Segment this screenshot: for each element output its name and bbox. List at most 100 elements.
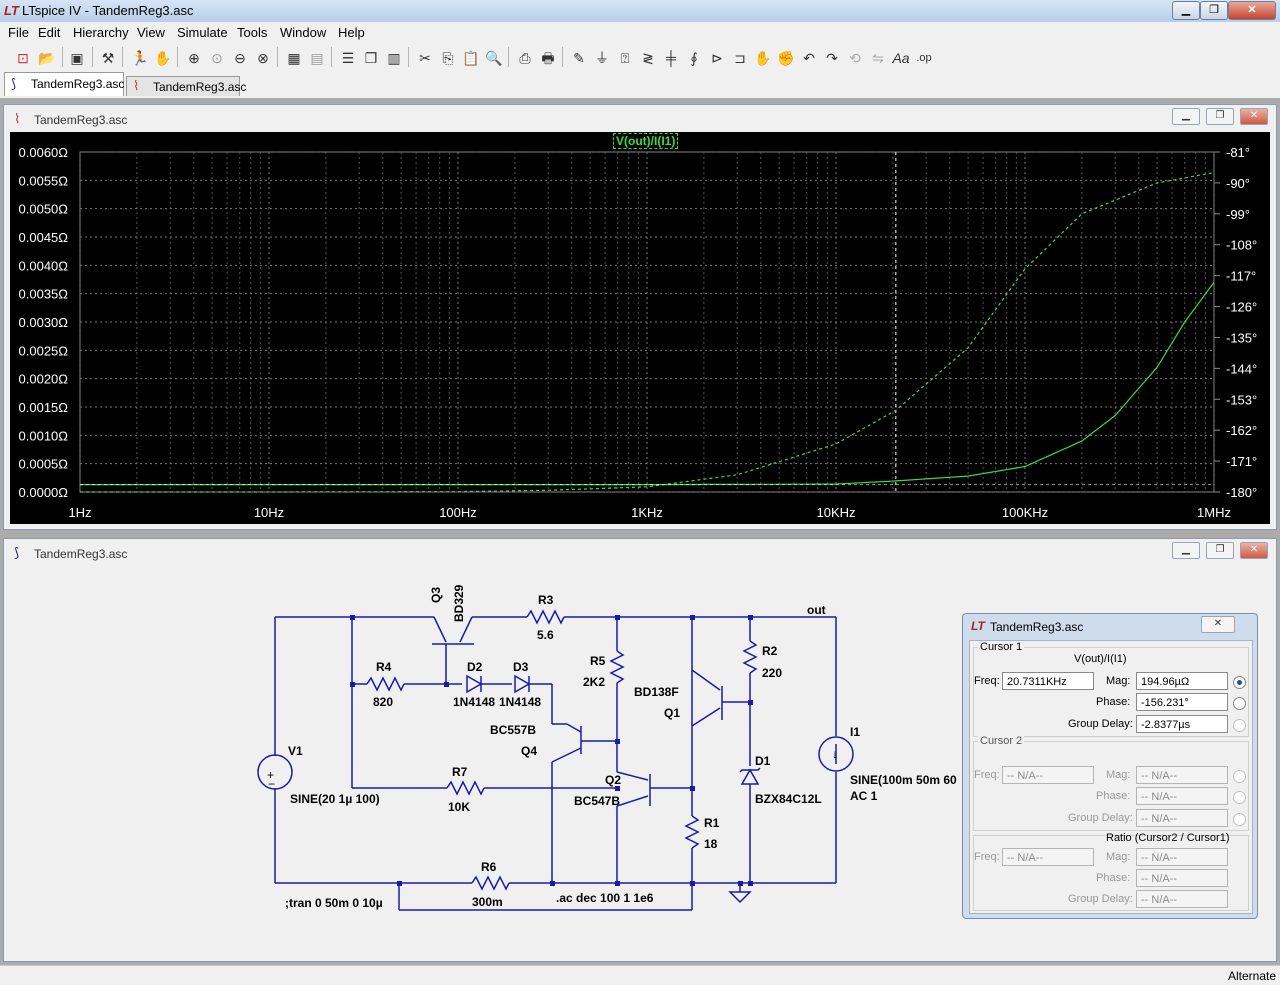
cursor1-mag-field[interactable]: 194.96µΩ (1136, 672, 1228, 690)
restore-button[interactable]: ❐ (1206, 542, 1234, 559)
cursor1-freq-field[interactable]: 20.7311KHz (1002, 672, 1094, 690)
cursor2-mag-field[interactable]: -- N/A-- (1136, 766, 1228, 784)
cursor2-gd-radio[interactable] (1233, 813, 1246, 826)
move-icon[interactable]: ✋ (754, 50, 772, 66)
inductor-icon[interactable]: ∮ (690, 50, 698, 66)
cursor1-phase-label: Phase: (1096, 696, 1131, 708)
mirror-icon[interactable]: ⇋ (872, 50, 884, 66)
close-button[interactable]: ✕ (1240, 542, 1268, 559)
cascade-icon[interactable]: ❐ (364, 50, 378, 66)
minimize-button[interactable]: ▁ (1172, 108, 1200, 125)
y-left-tick-label: 0.0020Ω (19, 372, 69, 387)
minimize-button[interactable]: ▁ (1172, 1, 1200, 20)
print-preview-icon[interactable]: ⎙ (519, 50, 531, 66)
cursor2-phase-label: Phase: (1096, 790, 1131, 802)
spice-directive-icon[interactable]: .op (916, 52, 932, 64)
diode-icon[interactable]: ⊳ (711, 50, 723, 66)
fft-icon[interactable]: ▤ (310, 50, 324, 66)
minimize-button[interactable]: ▁ (1172, 542, 1200, 559)
close-button[interactable]: ✕ (1201, 616, 1235, 633)
ac-directive[interactable]: .ac dec 100 1 1e6 (556, 891, 654, 905)
redo-icon[interactable]: ↷ (826, 50, 838, 66)
run-icon[interactable]: 🏃 (131, 50, 149, 66)
title-bar: LT LTspice IV - TandemReg3.asc ▁ ❐ ✕ (0, 0, 1280, 23)
save-icon[interactable]: ▣ (70, 50, 84, 66)
autorange-icon[interactable]: ▦ (287, 50, 301, 66)
paste-icon[interactable]: 📋 (462, 50, 480, 66)
open-icon[interactable]: 📂 (38, 50, 56, 66)
ratio-gd-field[interactable]: -- N/A-- (1136, 890, 1228, 908)
menu-view[interactable]: View (137, 25, 165, 40)
pan-icon[interactable]: ⊙ (211, 50, 223, 66)
cursor1-phase-radio[interactable] (1233, 697, 1246, 710)
component-icon[interactable]: ⊐ (734, 50, 746, 66)
tran-directive[interactable]: ;tran 0 50m 0 10µ (285, 896, 383, 910)
cursor1-gd-field[interactable]: -2.8377µs (1136, 715, 1228, 733)
halt-icon[interactable]: ✋ (154, 50, 172, 66)
q4-value: BC557B (490, 723, 537, 737)
restore-button[interactable]: ❐ (1206, 108, 1234, 125)
y-right-tick-label: -171° (1226, 454, 1257, 469)
undo-icon[interactable]: ↶ (803, 50, 815, 66)
menu-file[interactable]: File (8, 25, 29, 40)
new-schematic-icon[interactable]: ⊡ (17, 50, 29, 66)
control-panel-icon[interactable]: ⚒ (101, 50, 115, 66)
menu-edit[interactable]: Edit (38, 25, 61, 40)
capacitor-icon[interactable]: ╪ (666, 50, 676, 66)
cursor2-label: Cursor 2 (978, 735, 1025, 747)
ratio-phase-label: Phase: (1096, 872, 1131, 884)
v1-value: SINE(20 1µ 100) (290, 792, 380, 806)
zoom-out-icon[interactable]: ⊖ (234, 50, 246, 66)
menu-hierarchy[interactable]: Hierarchy (73, 25, 129, 40)
draw-wire-icon[interactable]: ✎ (573, 50, 585, 66)
menu-simulate[interactable]: Simulate (177, 25, 228, 40)
ratio-group (973, 835, 1249, 911)
x-tick-label: 1Hz (68, 505, 91, 520)
menu-help[interactable]: Help (338, 25, 365, 40)
r1-ref: R1 (704, 816, 720, 830)
rotate-icon[interactable]: ⟲ (849, 50, 861, 66)
cursor1-group (973, 647, 1249, 737)
cursor1-mag-label: Mag: (1106, 675, 1131, 687)
menu-tools[interactable]: Tools (237, 25, 268, 40)
tile-vertical-icon[interactable]: ▥ (387, 50, 401, 66)
cursor2-phase-field[interactable]: -- N/A-- (1136, 787, 1228, 805)
drag-icon[interactable]: ✊ (777, 50, 795, 66)
cursor1-mag-radio[interactable] (1233, 676, 1246, 689)
trace-label[interactable]: V(out)/I(I1) (613, 133, 679, 149)
zoom-in-icon[interactable]: ⊕ (188, 50, 200, 66)
tab-schematic[interactable]: ⟆ TandemReg3.asc (4, 72, 124, 96)
net-label-out: out (807, 603, 826, 617)
zoom-fit-icon[interactable]: ⊗ (257, 50, 269, 66)
tab-waveform[interactable]: ⌇ TandemReg3.asc (126, 76, 246, 96)
cursor2-gd-field[interactable]: -- N/A-- (1136, 809, 1228, 827)
cursor2-mag-radio[interactable] (1233, 770, 1246, 783)
ratio-mag-field[interactable]: -- N/A-- (1136, 848, 1228, 866)
resistor-icon[interactable]: ≷ (642, 50, 654, 66)
d3-value: 1N4148 (499, 695, 542, 709)
ratio-freq-field[interactable]: -- N/A-- (1002, 848, 1094, 866)
cut-icon[interactable]: ✂ (419, 50, 431, 66)
copy-icon[interactable]: ⎘ (442, 50, 454, 66)
close-button[interactable]: ✕ (1228, 1, 1276, 20)
menu-window[interactable]: Window (280, 25, 327, 40)
ground-icon[interactable]: ⏚ (595, 50, 609, 66)
label-net-icon[interactable]: ⍰ (620, 50, 630, 66)
close-button[interactable]: ✕ (1240, 108, 1268, 125)
tile-horizontal-icon[interactable]: ☰ (341, 50, 355, 66)
maximize-button[interactable]: ❐ (1200, 1, 1228, 20)
cursor1-phase-field[interactable]: -156.231° (1136, 693, 1228, 711)
plot-svg[interactable]: 0.0060Ω0.0055Ω0.0050Ω0.0045Ω0.0040Ω0.003… (10, 132, 1270, 524)
text-icon[interactable]: Aa (892, 50, 910, 66)
cursor1-gd-radio[interactable] (1233, 719, 1246, 732)
cursor2-freq-field[interactable]: -- N/A-- (1002, 766, 1094, 784)
status-text: Alternate (1227, 969, 1276, 983)
r5-ref: R5 (590, 654, 606, 668)
x-tick-label: 10Hz (254, 505, 284, 520)
y-left-tick-label: 0.0030Ω (19, 315, 69, 330)
find-icon[interactable]: 🔍 (485, 50, 503, 66)
ratio-phase-field[interactable]: -- N/A-- (1136, 869, 1228, 887)
cursor2-phase-radio[interactable] (1233, 791, 1246, 804)
print-icon[interactable]: 🖶 (541, 50, 555, 66)
